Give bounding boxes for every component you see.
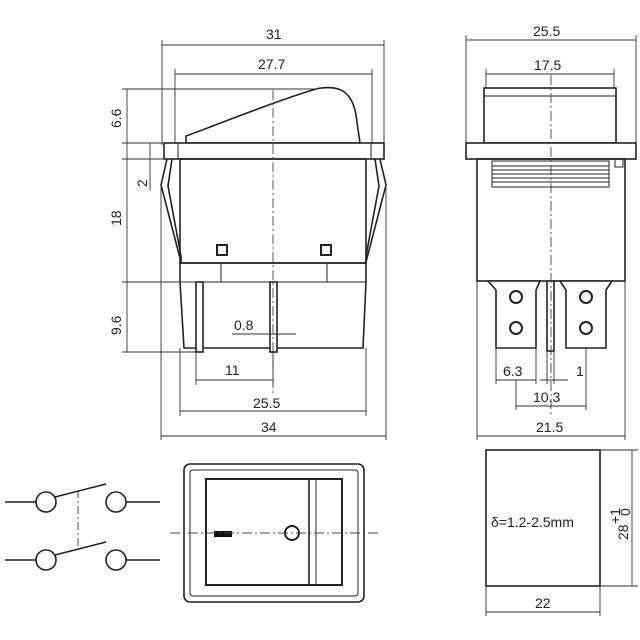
dim-front-body-height: 18 <box>108 210 124 226</box>
dim-cutout-panel-thickness: δ=1.2-2.5mm <box>491 514 574 530</box>
front-view: 31 27.7 6.6 <box>108 26 387 440</box>
dim-front-terminal-thickness: 0.8 <box>234 317 254 333</box>
dim-side-terminal-pitch: 10.3 <box>533 389 560 405</box>
dim-front-overall-width: 31 <box>266 26 282 42</box>
dim-cutout-height: 28 <box>615 524 631 540</box>
side-view: 25.5 17.5 6.3 <box>465 23 637 440</box>
dim-side-terminal-width: 6.3 <box>503 363 523 379</box>
dim-front-rocker-height: 6.6 <box>108 108 124 128</box>
dim-cutout-tolerance-upper: +1 <box>607 508 623 524</box>
dim-front-clip-width: 34 <box>261 419 277 435</box>
dim-side-body-width: 21.5 <box>536 419 563 435</box>
side-terminal-right <box>558 280 614 349</box>
terminal-right <box>269 281 278 353</box>
dim-side-terminal-gap: 1 <box>576 363 584 379</box>
rocker-top-view <box>170 463 378 603</box>
side-cap <box>483 87 617 144</box>
dim-side-cap-width: 17.5 <box>534 57 561 73</box>
dim-front-terminal-length: 9.6 <box>108 315 124 335</box>
dim-front-terminal-pitch: 11 <box>225 362 240 378</box>
terminal-left <box>195 281 204 353</box>
right-window <box>320 244 332 256</box>
right-snap-clip <box>365 158 387 263</box>
dim-cutout-width: 22 <box>535 595 551 611</box>
dim-cutout-tolerance-lower: 0 <box>617 508 633 516</box>
dim-front-base-width: 25.5 <box>253 395 280 411</box>
side-center-pin <box>546 280 555 352</box>
dim-front-cap-width: 27.7 <box>258 56 285 72</box>
on-symbol-icon <box>214 531 232 537</box>
left-snap-clip <box>160 158 182 263</box>
cutout-outline <box>485 449 601 587</box>
circuit-schematic <box>5 483 160 571</box>
left-window <box>216 244 228 256</box>
flange <box>163 142 385 160</box>
dim-side-overall-width: 25.5 <box>533 23 560 39</box>
dim-front-flange-thickness: 2 <box>134 179 150 187</box>
top-view-rocker <box>205 478 343 586</box>
panel-cutout: δ=1.2-2.5mm 28 +1 0 22 <box>485 449 638 616</box>
